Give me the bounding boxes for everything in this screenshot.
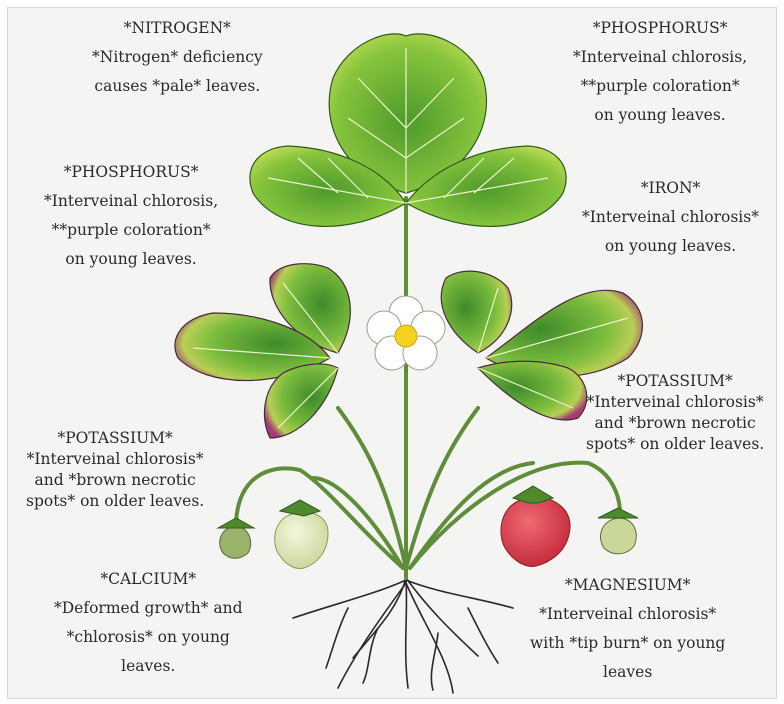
label-magnesium-bottom-right: *MAGNESIUM* *Interveinal chlorosis* with… <box>530 571 725 687</box>
label-line: **purple coloration* <box>573 72 747 101</box>
diagram-frame: *NITROGEN* *Nitrogen* deficiency causes … <box>7 7 777 699</box>
label-line: and *brown necrotic <box>26 470 204 491</box>
label-title: *PHOSPHORUS* <box>44 158 218 187</box>
label-line: on young leaves. <box>573 101 747 130</box>
label-line: leaves. <box>54 652 243 681</box>
label-calcium-bottom-left: *CALCIUM* *Deformed growth* and *chloros… <box>54 565 243 681</box>
label-title: *CALCIUM* <box>54 565 243 594</box>
strawberry-small-left <box>218 518 254 558</box>
label-line: spots* on older leaves. <box>26 491 204 512</box>
label-line: *Interveinal chlorosis* <box>586 392 764 413</box>
label-line: with *tip burn* on young <box>530 629 725 658</box>
left-leaves <box>175 264 350 438</box>
top-leaves <box>250 34 566 227</box>
label-line: *Nitrogen* deficiency <box>92 43 263 72</box>
label-title: *POTASSIUM* <box>586 371 764 392</box>
label-title: *POTASSIUM* <box>26 428 204 449</box>
label-line: *Interveinal chlorosis* <box>530 600 725 629</box>
label-title: *MAGNESIUM* <box>530 571 725 600</box>
label-nitrogen-top-left: *NITROGEN* *Nitrogen* deficiency causes … <box>92 14 263 101</box>
label-phosphorus-top-right: *PHOSPHORUS* *Interveinal chlorosis, **p… <box>573 14 747 130</box>
label-line: on young leaves. <box>44 245 218 274</box>
label-line: spots* on older leaves. <box>586 434 764 455</box>
label-potassium-left: *POTASSIUM* *Interveinal chlorosis* and … <box>26 428 204 512</box>
label-line: leaves <box>530 658 725 687</box>
label-title: *PHOSPHORUS* <box>573 14 747 43</box>
roots <box>293 578 513 693</box>
label-line: and *brown necrotic <box>586 413 764 434</box>
label-line: *Interveinal chlorosis, <box>573 43 747 72</box>
label-line: *Interveinal chlorosis* <box>582 203 759 232</box>
strawberry-ripe <box>501 486 570 566</box>
strawberry-unripe-left <box>275 500 328 568</box>
flower <box>367 296 445 370</box>
label-line: on young leaves. <box>582 232 759 261</box>
label-line: **purple coloration* <box>44 216 218 245</box>
label-line: causes *pale* leaves. <box>92 72 263 101</box>
label-line: *Interveinal chlorosis* <box>26 449 204 470</box>
label-phosphorus-left: *PHOSPHORUS* *Interveinal chlorosis, **p… <box>44 158 218 274</box>
label-title: *NITROGEN* <box>92 14 263 43</box>
strawberry-small-right <box>598 508 638 554</box>
label-title: *IRON* <box>582 174 759 203</box>
label-iron-right: *IRON* *Interveinal chlorosis* on young … <box>582 174 759 261</box>
label-line: *Interveinal chlorosis, <box>44 187 218 216</box>
label-line: *chlorosis* on young <box>54 623 243 652</box>
label-line: *Deformed growth* and <box>54 594 243 623</box>
label-potassium-right: *POTASSIUM* *Interveinal chlorosis* and … <box>586 371 764 455</box>
